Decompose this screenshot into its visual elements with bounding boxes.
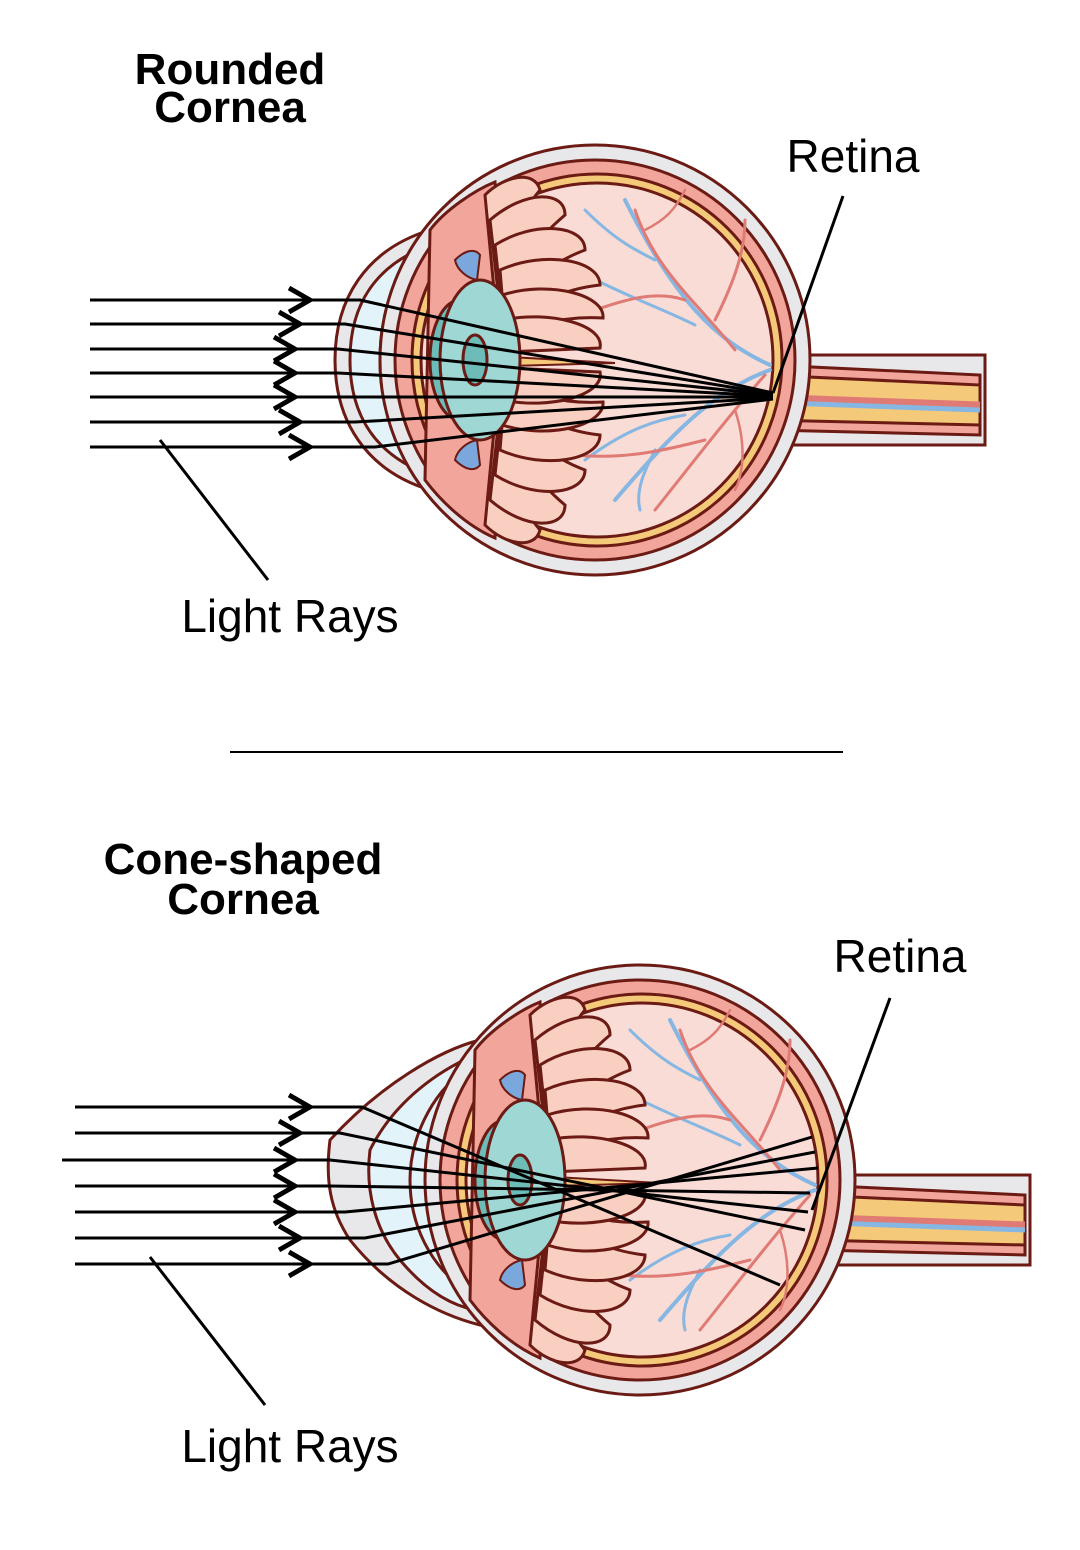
bottom-ray: [75, 1092, 781, 1287]
top-ray: [90, 334, 774, 397]
bottom-light-label: Light Rays: [181, 1420, 398, 1472]
bottom-title-line2: Cornea: [167, 875, 319, 924]
bottom-retina-label: Retina: [834, 930, 967, 982]
top-retina-label: Retina: [787, 130, 920, 182]
top-ray: [90, 358, 774, 398]
top-panel: Rounded Cornea Retina Light Rays: [90, 45, 985, 642]
top-title-line1: Rounded: [135, 45, 326, 94]
top-ray: [90, 396, 774, 437]
top-light-label: Light Rays: [181, 590, 398, 642]
bottom-retina-pointer: [810, 997, 892, 1211]
bottom-ray: [75, 1135, 813, 1279]
bottom-panel: Cone-shaped Cornea Retina Light Rays: [62, 835, 1030, 1472]
top-light-rays: [90, 285, 774, 462]
top-retina-pointer: [771, 195, 845, 394]
bottom-light-pointer: [148, 1256, 267, 1406]
top-title-line2: Cornea: [154, 83, 306, 132]
top-ray: [90, 309, 774, 396]
bottom-ray: [75, 1118, 806, 1232]
bottom-eye: [326, 965, 1030, 1395]
bottom-title-line1: Cone-shaped: [104, 835, 383, 884]
bottom-ray: [75, 1171, 811, 1201]
bottom-ray: [62, 1145, 809, 1214]
bottom-light-rays: [62, 1092, 819, 1287]
top-light-pointer: [158, 439, 270, 581]
top-ray: [90, 285, 774, 395]
top-ray: [90, 397, 774, 462]
